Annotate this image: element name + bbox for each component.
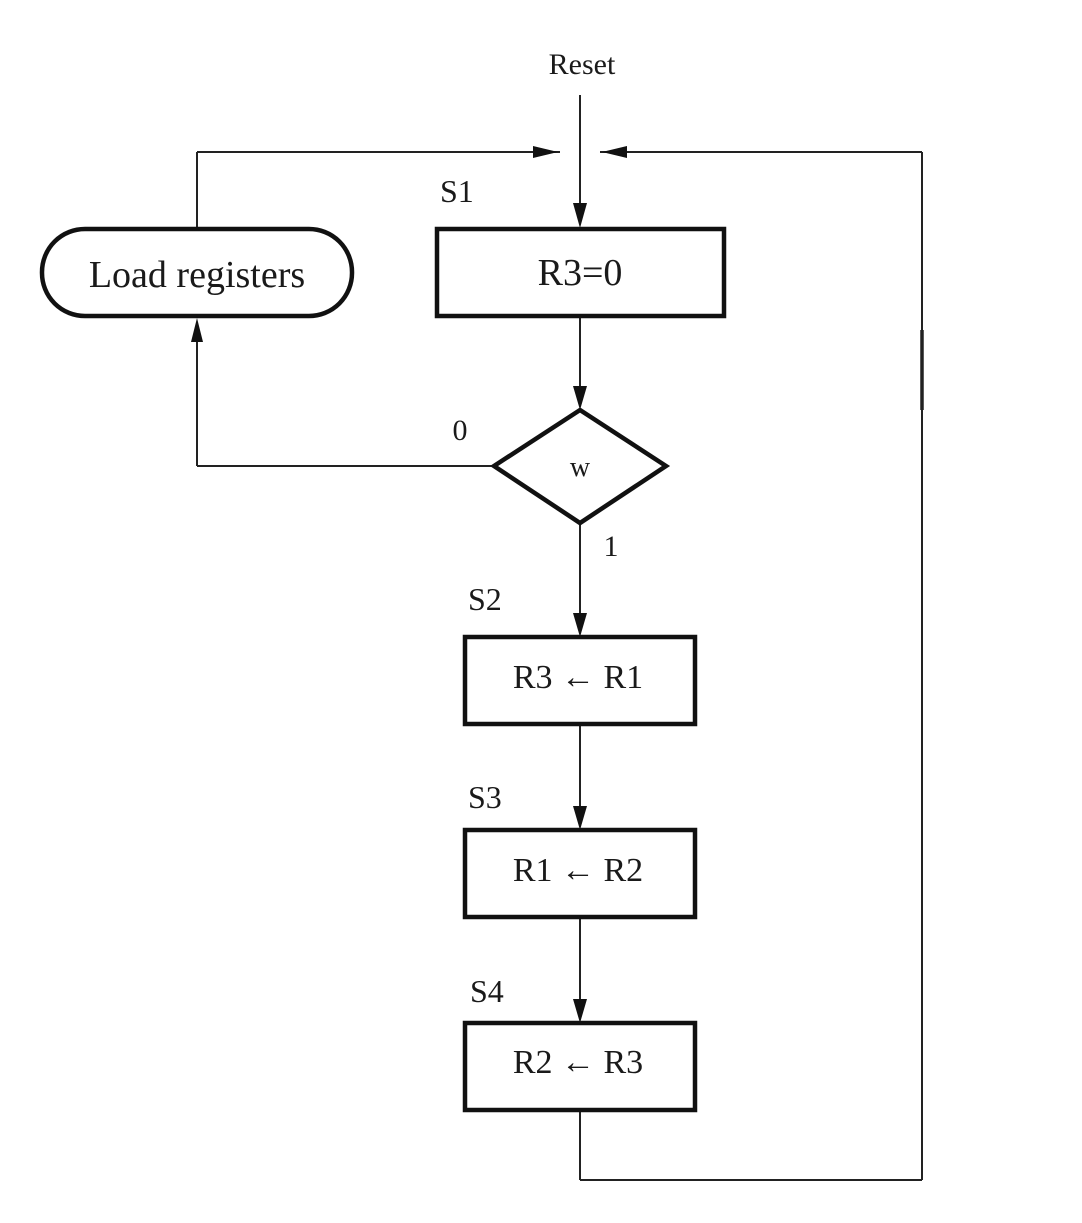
decision-true-label: 1 (604, 530, 619, 563)
arrow-s4-return (602, 146, 627, 158)
arrow-into-s4 (573, 999, 587, 1023)
state-action-s3: R1 ← R2 (513, 852, 643, 889)
decision-condition: w (570, 452, 591, 483)
connections (196, 95, 924, 1181)
decision-false-label: 0 (453, 414, 468, 447)
state-name-s1: S1 (440, 173, 474, 209)
arrow-into-load-registers (191, 318, 203, 342)
state-action-s4: R2 ← R3 (513, 1044, 643, 1081)
conditional-output-box (39, 226, 355, 319)
arrow-into-s3 (573, 806, 587, 830)
state-name-s2: S2 (468, 581, 502, 617)
decision-diamond (489, 407, 671, 526)
arrow-into-s2 (573, 613, 587, 637)
state-box-s3 (462, 827, 698, 920)
state-box-s4 (462, 1020, 698, 1113)
arrow-into-decision (573, 386, 587, 410)
arrowheads (191, 146, 627, 1023)
conditional-output-label: Load registers (89, 254, 305, 296)
state-name-s4: S4 (470, 973, 504, 1009)
state-action-s2: R3 ← R1 (513, 659, 643, 696)
state-action-s1: R3=0 (538, 252, 623, 294)
arrow-into-s1 (573, 203, 587, 228)
state-box-s1 (434, 226, 727, 319)
state-box-s2 (462, 634, 698, 727)
state-name-s3: S3 (468, 779, 502, 815)
arrow-load-return (533, 146, 558, 158)
reset-label: Reset (549, 48, 616, 81)
